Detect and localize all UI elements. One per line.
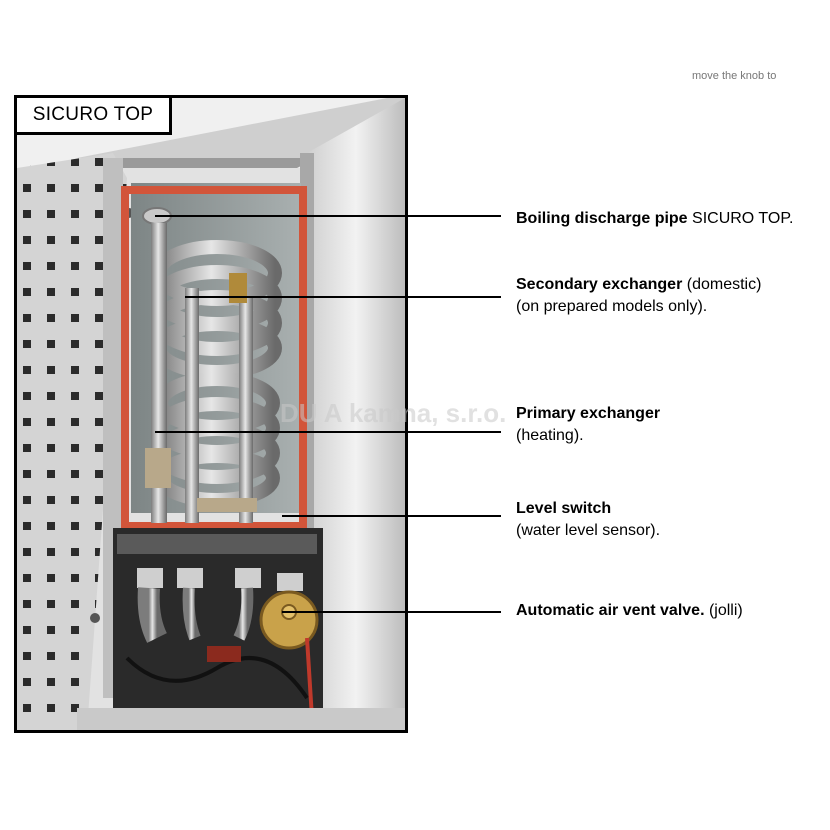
- model-title: SICURO TOP: [14, 95, 172, 135]
- boiler-illustration: [17, 98, 405, 730]
- callout-secondary-text: (domestic): [682, 276, 762, 293]
- cropped-corner-text: move the knob to: [692, 70, 777, 82]
- leader-line-discharge: [155, 215, 501, 217]
- callout-air-vent-text: (jolli): [704, 602, 743, 619]
- callout-level-switch-line2: (water level sensor).: [516, 522, 661, 539]
- leader-line-air-vent: [282, 611, 501, 613]
- callout-air-vent-bold: Automatic air vent valve.: [516, 602, 705, 619]
- watermark: DU A kamna, s.r.o.: [280, 398, 507, 428]
- callout-primary: Primary exchanger (heating).: [516, 403, 660, 447]
- leader-line-primary: [155, 431, 501, 433]
- callout-level-switch: Level switch (water level sensor).: [516, 498, 660, 542]
- callout-secondary-bold: Secondary exchanger: [516, 276, 683, 293]
- callout-discharge-text: SICURO TOP.: [687, 210, 794, 227]
- callout-secondary-line2: (on prepared models only).: [516, 298, 708, 315]
- callout-level-switch-bold: Level switch: [516, 500, 612, 517]
- callout-secondary: Secondary exchanger (domestic) (on prepa…: [516, 274, 761, 318]
- leader-line-level-switch: [282, 515, 501, 517]
- callout-air-vent: Automatic air vent valve. (jolli): [516, 600, 743, 622]
- callout-discharge: Boiling discharge pipe SICURO TOP.: [516, 208, 793, 230]
- callout-discharge-bold: Boiling discharge pipe: [516, 210, 688, 227]
- boiler-photo: [14, 95, 408, 733]
- callout-primary-bold: Primary exchanger: [516, 405, 661, 422]
- leader-line-secondary: [185, 296, 501, 298]
- callout-primary-line2: (heating).: [516, 427, 584, 444]
